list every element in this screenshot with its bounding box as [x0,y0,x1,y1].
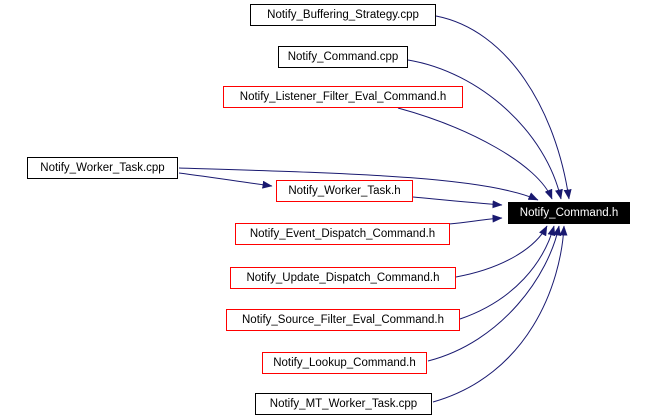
graph-node-listener-filter-eval-command-h[interactable]: Notify_Listener_Filter_Eval_Command.h [223,86,463,108]
graph-node-command-cpp[interactable]: Notify_Command.cpp [278,46,408,68]
graph-node-source-filter-eval-command-h[interactable]: Notify_Source_Filter_Eval_Command.h [226,309,460,331]
edge-update-dispatch-command-h-to-command-h [455,225,548,278]
graph-node-command-h: Notify_Command.h [508,202,630,224]
edge-lookup-command-h-to-command-h [427,225,562,362]
edge-source-filter-eval-command-h-to-command-h [459,225,556,320]
graph-node-worker-task-cpp[interactable]: Notify_Worker_Task.cpp [27,157,178,179]
graph-node-mt-worker-task-cpp[interactable]: Notify_MT_Worker_Task.cpp [255,393,432,415]
edge-command-cpp-to-command-h [407,59,563,200]
graph-node-lookup-command-h[interactable]: Notify_Lookup_Command.h [262,352,427,374]
edge-event-dispatch-command-h-to-command-h [448,214,503,225]
graph-node-update-dispatch-command-h[interactable]: Notify_Update_Dispatch_Command.h [230,267,456,289]
graph-node-buffering-strategy-cpp[interactable]: Notify_Buffering_Strategy.cpp [250,4,436,26]
graph-node-worker-task-h[interactable]: Notify_Worker_Task.h [276,180,413,202]
graph-node-event-dispatch-command-h[interactable]: Notify_Event_Dispatch_Command.h [235,223,450,245]
edge-worker-task-cpp-to-worker-task-h [178,172,273,189]
edge-worker-task-h-to-command-h [412,196,503,209]
edge-listener-filter-eval-command-h-to-command-h [397,107,553,200]
